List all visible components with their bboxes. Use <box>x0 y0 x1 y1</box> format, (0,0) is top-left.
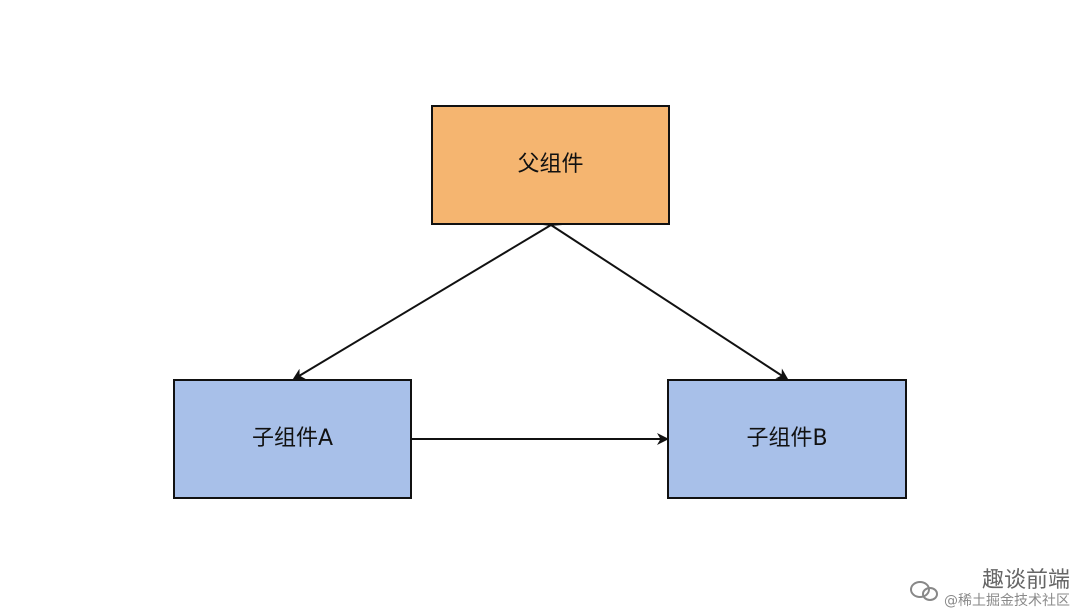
child-component-b-node: 子组件B <box>667 379 907 499</box>
child-component-a-node: 子组件A <box>173 379 412 499</box>
parent-child-a-connector <box>292 214 563 381</box>
child-component-a-label: 子组件A <box>251 426 334 451</box>
parent-component-label: 父组件 <box>517 152 584 177</box>
child-component-b-label: 子组件B <box>746 426 828 451</box>
parent-child-b-connector <box>539 214 789 381</box>
parent-component-node: 父组件 <box>431 105 670 225</box>
